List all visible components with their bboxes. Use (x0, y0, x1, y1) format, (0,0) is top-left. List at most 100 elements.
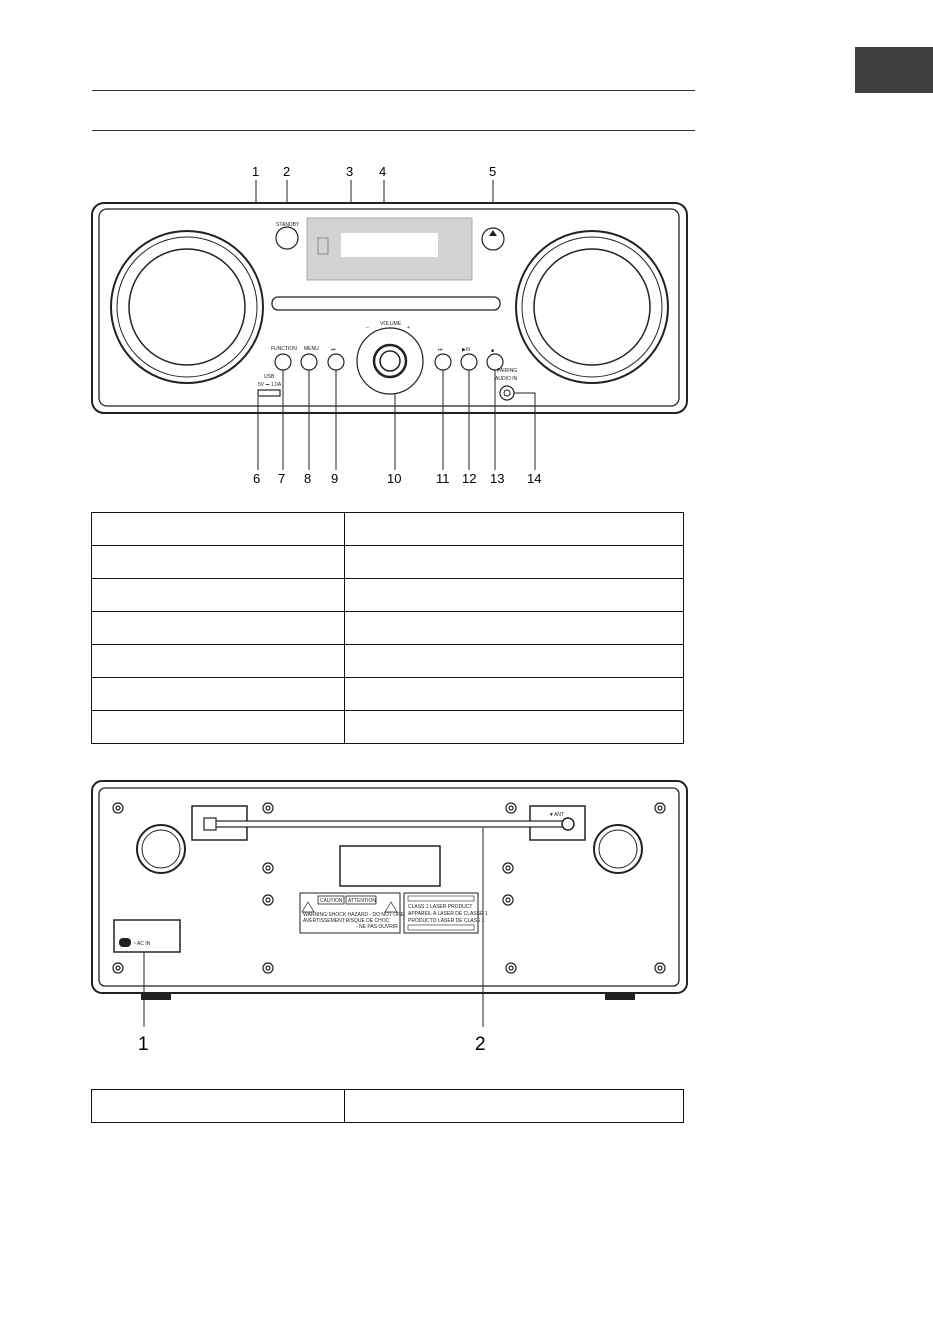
table-cell (91, 512, 345, 546)
caution-label (299, 892, 401, 934)
rear-callout-1: 1 (138, 1034, 149, 1055)
telescopic-antenna (209, 820, 566, 828)
menu-label: MENU (304, 346, 319, 352)
antenna-holder-right (529, 805, 586, 841)
table-cell (344, 545, 684, 579)
table-cell (91, 710, 345, 744)
function-button[interactable] (274, 353, 292, 371)
rear-center-plate (339, 845, 441, 887)
callout-4: 4 (379, 164, 386, 179)
callout-11: 11 (436, 471, 450, 486)
callout-9: 9 (331, 471, 338, 486)
rear-leader-lines (143, 828, 484, 1027)
bass-port-left (136, 824, 186, 874)
callout-8: 8 (304, 471, 311, 486)
table-cell (91, 611, 345, 645)
callout-12: 12 (462, 471, 476, 486)
ac-in-socket (119, 938, 131, 947)
callout-5: 5 (489, 164, 496, 179)
callout-2: 2 (283, 164, 290, 179)
top-rule-1 (92, 90, 695, 91)
table-row (91, 677, 684, 711)
pairing-label: PAIRING (497, 368, 517, 374)
standby-button[interactable] (275, 226, 299, 250)
laser-label (403, 892, 479, 934)
table-row (91, 545, 684, 579)
eject-icon (489, 230, 497, 236)
menu-button[interactable] (300, 353, 318, 371)
table-row (91, 710, 684, 744)
play-pause-button[interactable] (460, 353, 478, 371)
next-icon: ⏭ (438, 347, 443, 353)
rear-body-inner (98, 787, 680, 987)
usb-label: USB (264, 374, 275, 380)
audio-in-label: AUDIO IN (495, 376, 518, 382)
speaker-right (515, 230, 669, 384)
attention-title: ATTENTION (348, 898, 376, 904)
table-cell (344, 578, 684, 612)
play-pause-icon: ▶/II (462, 347, 470, 353)
cd-slot (271, 296, 501, 311)
volume-minus: – (366, 325, 369, 331)
ac-in-panel (113, 919, 181, 953)
screws (112, 802, 666, 974)
table-row (91, 611, 684, 645)
laser-line-2: APPAREIL A LASER DE CLASSE 1 (408, 911, 488, 917)
caution-title: CAUTION (320, 898, 343, 904)
foot-left (141, 993, 171, 1000)
table-row (91, 578, 684, 612)
ir-sensor (317, 237, 329, 255)
table-cell (91, 545, 345, 579)
callout-14: 14 (527, 471, 541, 486)
language-tab (855, 47, 933, 93)
callout-1: 1 (252, 164, 259, 179)
warning-line: WARNING:SHOCK HAZARD - DO NOT OPEN (303, 912, 408, 918)
foot-right (605, 993, 635, 1000)
function-label: FUNCTION (271, 346, 297, 352)
usb-port[interactable] (257, 389, 281, 397)
laser-line-1: CLASS 1 LASER PRODUCT (408, 904, 472, 910)
table-row (91, 512, 684, 546)
prev-button[interactable] (327, 353, 345, 371)
antenna-connector (561, 817, 575, 831)
callout-3: 3 (346, 164, 353, 179)
bottom-leader-lines (257, 370, 536, 470)
eject-button[interactable] (481, 227, 505, 251)
bass-port-right (593, 824, 643, 874)
avertissement-line: AVERTISSEMENT:RISQUE DE CHOC (303, 918, 390, 924)
table-row (91, 1089, 684, 1123)
prev-icon: ⏮ (331, 347, 336, 353)
callout-6: 6 (253, 471, 260, 486)
laser-line-3: PRODUCTO LASER DE CLASE 1 (408, 918, 485, 924)
rear-body-outer (91, 780, 688, 994)
display-screen (341, 233, 438, 257)
table-cell (344, 677, 684, 711)
volume-label: VOLUME (380, 321, 402, 327)
callout-7: 7 (278, 471, 285, 486)
antenna-holder-left (191, 805, 248, 841)
callout-10: 10 (387, 471, 401, 486)
table-cell (91, 1089, 345, 1123)
next-button[interactable] (434, 353, 452, 371)
table-row (91, 644, 684, 678)
usb-spec: 5V ⎓ 1.0A (258, 382, 282, 388)
callout-13: 13 (490, 471, 504, 486)
stop-icon: ■ (491, 348, 494, 354)
top-rule-2 (92, 130, 695, 131)
ant-label: ▼ANT (549, 812, 564, 818)
ne-pas-line: - NE PAS OUVRIR (356, 924, 398, 930)
standby-label: STANDBY (276, 222, 300, 228)
front-controls-table (91, 512, 684, 744)
table-cell (91, 644, 345, 678)
front-panel-diagram: 1 2 3 4 5 STANDBY VOLUME – + FUNCT (91, 164, 688, 486)
ac-in-label: ~ AC IN (133, 941, 151, 947)
rear-callout-2: 2 (475, 1034, 486, 1055)
volume-plus: + (407, 325, 410, 331)
table-cell (91, 677, 345, 711)
front-body-inner (98, 208, 680, 407)
table-cell (344, 644, 684, 678)
table-cell (344, 611, 684, 645)
table-cell (344, 710, 684, 744)
table-cell (344, 512, 684, 546)
speaker-left (110, 230, 264, 384)
